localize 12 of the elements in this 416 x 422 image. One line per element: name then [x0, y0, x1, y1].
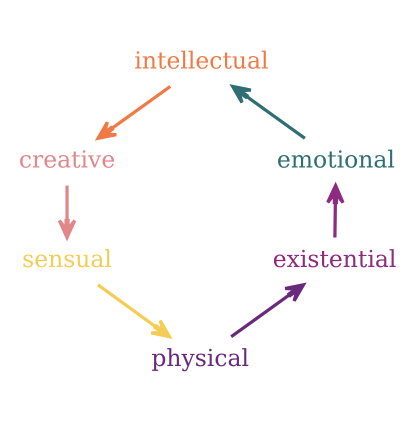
arrow	[230, 282, 306, 338]
node-text: emotional	[276, 145, 395, 174]
node-text: creative	[18, 145, 116, 174]
node-text: intellectual	[134, 46, 269, 74]
arrow	[231, 84, 306, 140]
node-text: physical	[151, 344, 249, 372]
arrow	[326, 183, 345, 238]
node-text: sensual	[22, 244, 112, 272]
arrow	[96, 84, 172, 140]
arrow	[58, 185, 76, 239]
arrow	[96, 282, 172, 338]
node-text: existential	[272, 244, 396, 272]
